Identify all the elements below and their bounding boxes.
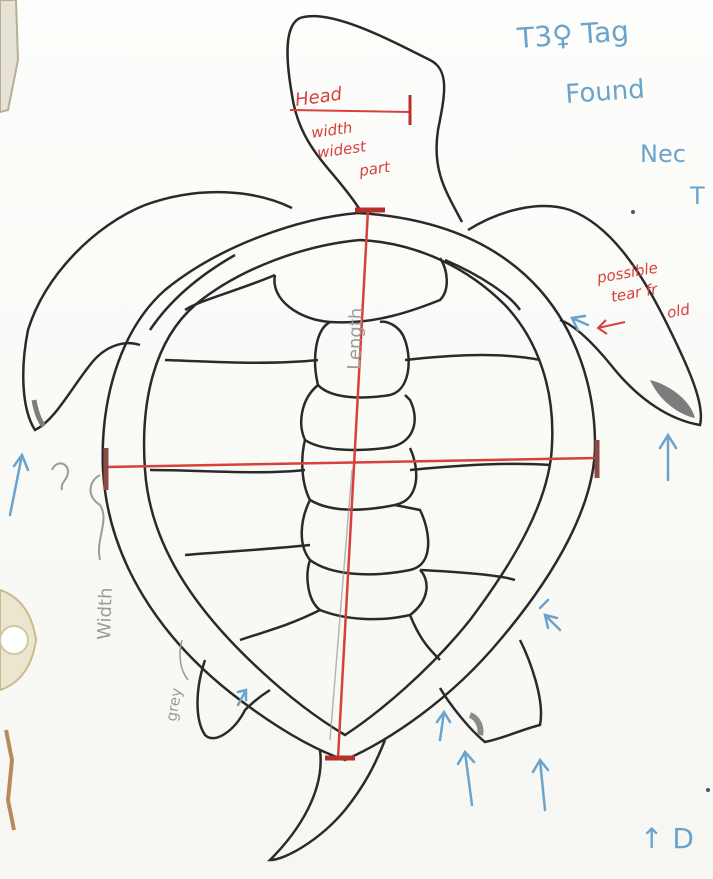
flipper-grey-patch	[650, 380, 695, 418]
binder-clip	[0, 0, 36, 830]
right-rear-flipper	[440, 640, 541, 742]
possible-tear-note-line3: old	[666, 300, 692, 322]
length-label: Length	[344, 307, 367, 370]
possible-tear-note-line2: tear fr	[610, 280, 660, 306]
head-label: Head	[294, 84, 344, 111]
tear-arrow	[598, 320, 625, 334]
head-width-note-line3: part	[357, 158, 392, 180]
length-measurement	[325, 210, 385, 758]
note-line3: Nec	[640, 140, 686, 168]
width-pencil-bracket	[91, 475, 104, 560]
note-line1: T3♀ Tag	[515, 14, 630, 55]
note-line2: Found	[564, 75, 645, 110]
left-rear-flipper	[198, 660, 271, 738]
grey-label: grey	[162, 686, 186, 722]
width-label: Width	[94, 587, 117, 640]
head-width-note-line1: width	[310, 118, 353, 142]
head-width-note-line2: widest	[316, 137, 368, 162]
note-line4: T	[689, 182, 705, 210]
left-front-flipper	[23, 192, 292, 430]
carapace-outer	[103, 213, 595, 760]
turtle-head	[287, 16, 462, 222]
question-mark	[52, 463, 68, 490]
note-bottom-right: ↑ D	[640, 822, 694, 855]
